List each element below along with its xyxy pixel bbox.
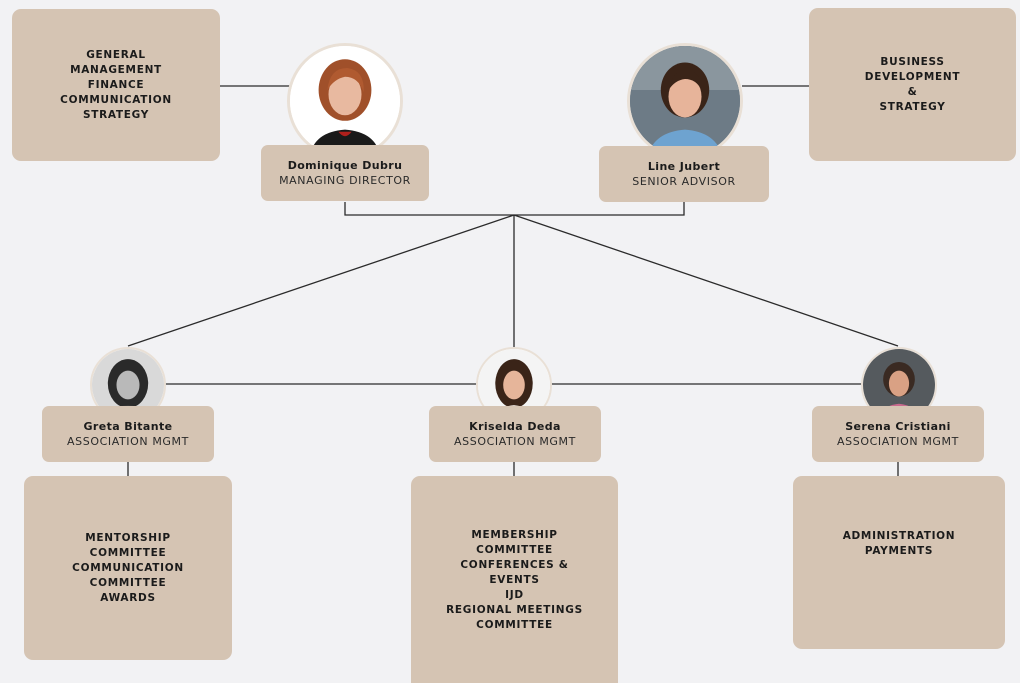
avatar-line-jubert (627, 43, 743, 159)
responsibility-line: MEMBERSHIP (471, 529, 558, 541)
person-role: MANAGING DIRECTOR (279, 174, 411, 187)
responsibility-line: MENTORSHIP (85, 531, 171, 544)
person-role: SENIOR ADVISOR (632, 175, 736, 188)
connector-hub-serena (513, 214, 899, 347)
responsibilities-box-dubru: GENERAL MANAGEMENT FINANCE COMMUNICATION… (12, 9, 220, 161)
person-role: ASSOCIATION MGMT (837, 435, 959, 448)
connector-hub-greta (127, 214, 515, 347)
person-role: ASSOCIATION MGMT (67, 435, 189, 448)
responsibility-line: & (907, 85, 918, 98)
responsibility-line: COMMITTEE (89, 576, 167, 589)
responsibilities-box-greta: MENTORSHIP COMMITTEE COMMUNICATION COMMI… (24, 476, 232, 660)
responsibilities-box-serena: ADMINISTRATION PAYMENTS (793, 476, 1005, 649)
person-name: Line Jubert (647, 160, 721, 173)
portrait-icon (630, 46, 740, 156)
responsibility-line: FINANCE (87, 78, 145, 91)
responsibility-line: AWARDS (100, 591, 156, 604)
person-name: Kriselda Deda (469, 420, 561, 433)
name-box-greta-bitante: Greta Bitante ASSOCIATION MGMT (42, 406, 214, 462)
responsibility-line: COMMITTEE (476, 544, 553, 556)
responsibility-line: MANAGEMENT (70, 63, 162, 76)
responsibility-line: COMMITTEE (89, 546, 167, 559)
responsibility-line: COMMUNICATION (72, 561, 184, 574)
name-box-serena-cristiani: Serena Cristiani ASSOCIATION MGMT (812, 406, 984, 462)
name-box-kriselda-deda: Kriselda Deda ASSOCIATION MGMT (429, 406, 601, 462)
connector-leaders-bracket (344, 202, 685, 216)
person-role: ASSOCIATION MGMT (454, 435, 576, 448)
responsibility-line: EVENTS (489, 574, 540, 586)
responsibility-line: IJD (505, 589, 524, 601)
responsibilities-box-kriselda: MEMBERSHIP COMMITTEE CONFERENCES & EVENT… (411, 476, 618, 683)
responsibilities-box-jubert: BUSINESS DEVELOPMENT & STRATEGY (809, 8, 1016, 161)
responsibility-line: COMMITTEE (476, 619, 553, 631)
responsibility-line: COMMUNICATION (60, 93, 172, 106)
person-name: Dominique Dubru (287, 159, 403, 172)
responsibility-line: STRATEGY (879, 100, 946, 113)
avatar-dominique-dubru (287, 43, 403, 159)
responsibility-line: GENERAL (86, 48, 146, 61)
name-box-line-jubert: Line Jubert SENIOR ADVISOR (599, 146, 769, 202)
person-name: Serena Cristiani (845, 420, 951, 433)
responsibility-line: ADMINISTRATION (842, 530, 956, 542)
responsibility-line: CONFERENCES & (460, 559, 569, 571)
responsibility-line: PAYMENTS (864, 545, 934, 557)
responsibility-line: DEVELOPMENT (864, 70, 961, 83)
responsibility-line: BUSINESS (880, 55, 945, 68)
name-box-dominique-dubru: Dominique Dubru MANAGING DIRECTOR (261, 145, 429, 201)
person-name: Greta Bitante (83, 420, 173, 433)
responsibility-line: STRATEGY (82, 108, 150, 121)
responsibility-line: REGIONAL MEETINGS (446, 604, 583, 616)
portrait-icon (290, 46, 400, 156)
